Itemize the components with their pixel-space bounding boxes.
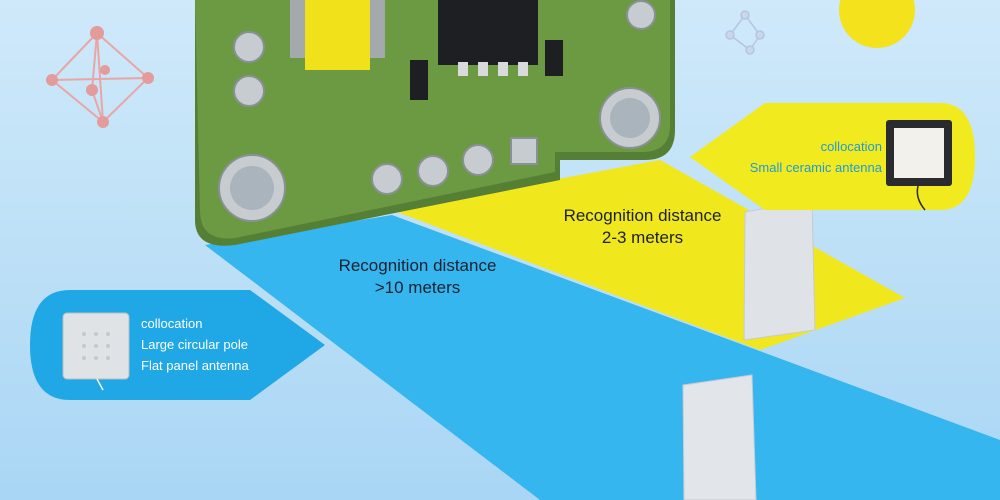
short-range-label: Recognition distance 2-3 meters [530, 205, 755, 249]
right-callout-text: collocation Small ceramic antenna [750, 136, 882, 178]
ceramic-antenna-icon [886, 120, 952, 211]
blue-beam [205, 215, 1000, 500]
right-callout-line1: collocation [820, 139, 882, 154]
ic-chip [438, 0, 538, 76]
molecule-nodes [46, 26, 154, 128]
molecule-right-icon [725, 10, 765, 55]
long-range-line2: >10 meters [374, 278, 461, 297]
small-components [410, 40, 563, 100]
flat-panel-antenna-icon [62, 312, 130, 391]
board-hole-inner [230, 98, 650, 210]
left-callout-line3: Flat panel antenna [141, 358, 249, 373]
yellow-component [290, 0, 385, 70]
left-callout-line2: Large circular pole [141, 337, 248, 352]
short-range-line2: 2-3 meters [601, 228, 684, 247]
yellow-sphere [839, 0, 915, 48]
short-range-line1: Recognition distance [563, 206, 722, 225]
long-range-label: Recognition distance >10 meters [305, 255, 530, 299]
left-callout-text: collocation Large circular pole Flat pan… [141, 313, 249, 376]
long-range-line1: Recognition distance [338, 256, 497, 275]
molecule-left-icon [51, 32, 149, 123]
left-callout-line1: collocation [141, 316, 203, 331]
right-callout-line2: Small ceramic antenna [749, 160, 882, 175]
board-pads [218, 0, 661, 222]
rfid-card-front [682, 374, 757, 500]
